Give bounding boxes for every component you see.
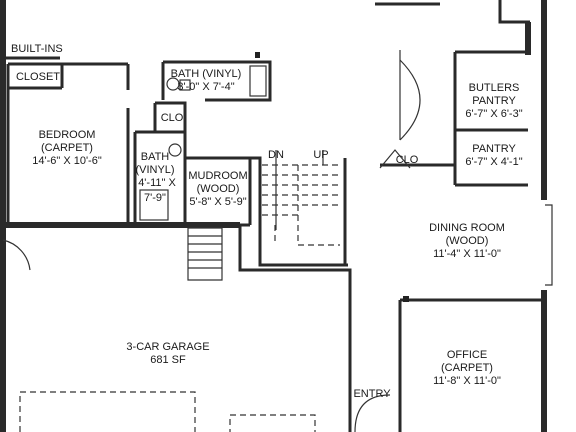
bath-upper-dims: 3'-0" X 7'-4": [177, 81, 234, 93]
closet-hall-label: CLO: [396, 154, 419, 166]
office-name: OFFICE: [447, 349, 487, 361]
butlers-pantry-dims: 6'-7" X 6'-3": [465, 108, 522, 120]
bedroom-floor: (CARPET): [41, 142, 93, 154]
main-stairs: [250, 150, 348, 267]
office-dims: 11'-8" X 11'-0": [433, 375, 501, 387]
closet-small-label: CLO: [161, 112, 184, 124]
bath-lower-name: BATH: [141, 151, 170, 163]
garage-walls: [2, 225, 352, 432]
garage-area: 681 SF: [150, 354, 186, 366]
stairs-up-label: UP: [313, 149, 328, 161]
mudroom-floor: (WOOD): [197, 183, 240, 195]
dining-room-dims: 11'-4" X 11'-0": [433, 248, 501, 260]
exterior-walls: [0, 0, 547, 432]
closet-label: CLOSET: [16, 71, 60, 83]
garage-stairs: [187, 227, 223, 281]
bath-upper-name: BATH (VINYL): [171, 68, 242, 80]
bath-upper-walls: [161, 52, 272, 102]
mudroom-dims: 5'-8" X 5'-9": [189, 196, 246, 208]
pantry-dims: 6'-7" X 4'-1": [465, 156, 522, 168]
dining-room-floor: (WOOD): [446, 235, 489, 247]
bath-lower-floor: (VINYL): [135, 164, 174, 176]
stairs-down-label: DN: [268, 149, 284, 161]
built-ins-label: BUILT-INS: [11, 43, 63, 55]
pantry-name: PANTRY: [472, 143, 516, 155]
dining-office-walls: [354, 50, 553, 432]
mudroom-name: MUDROOM: [188, 170, 247, 182]
bedroom-name: BEDROOM: [39, 129, 96, 141]
bath-lower-dims2: 7'-9": [144, 192, 166, 204]
office-floor: (CARPET): [441, 362, 493, 374]
bedroom-walls: [3, 56, 130, 225]
dining-room-name: DINING ROOM: [429, 222, 505, 234]
entry-label: ENTRY: [353, 388, 391, 400]
bath-lower-walls: [133, 101, 187, 225]
garage-name: 3-CAR GARAGE: [126, 341, 209, 353]
bath-lower-dims: 4'-11" X: [138, 177, 176, 189]
bedroom-dims: 14'-6" X 10'-6": [32, 155, 102, 167]
butlers-pantry-name2: PANTRY: [472, 95, 516, 107]
butlers-pantry-name: BUTLERS: [469, 82, 520, 94]
